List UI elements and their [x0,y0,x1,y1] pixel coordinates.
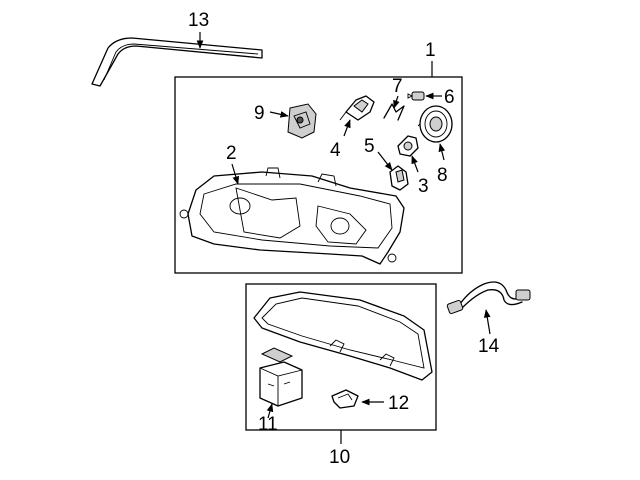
mounting-bracket-part [331,389,359,409]
callout-8: 8 [437,165,448,186]
callout-1: 1 [425,40,436,61]
callout-5: 5 [364,136,375,157]
leader-9 [269,111,289,118]
callout-10: 10 [329,447,350,468]
bulb-6-part [407,91,425,101]
callout-6: 6 [444,87,455,108]
retaining-clip-part [383,103,405,121]
leader-14 [483,309,491,335]
sealant-pack-part [259,347,303,407]
leader-5 [377,151,393,171]
bulb-3-part [397,135,419,157]
bulb-4-part [339,95,375,121]
callout-13: 13 [188,10,209,31]
callout-11: 11 [258,414,278,435]
leader-3 [411,155,419,173]
wiring-harness-part [446,281,531,315]
ballast-connector-part [287,103,317,139]
callout-12: 12 [388,393,409,414]
leader-4 [343,119,351,137]
lens-seal-part [253,291,433,381]
leader-8 [438,143,446,161]
headlamp-assembly-box [174,76,463,274]
bulb-cover-part [417,105,453,143]
leader-2 [231,163,240,185]
trim-molding-part [91,37,263,87]
callout-4: 4 [330,140,341,161]
callout-14: 14 [478,336,500,357]
callout-3: 3 [418,176,429,197]
leader-11 [266,403,274,419]
headlamp-housing-part [179,167,405,265]
callout-7: 7 [392,76,403,97]
leader-7 [393,95,400,109]
callout-9: 9 [254,103,265,124]
bulb-5-part [389,165,409,191]
callout-2: 2 [226,143,237,164]
